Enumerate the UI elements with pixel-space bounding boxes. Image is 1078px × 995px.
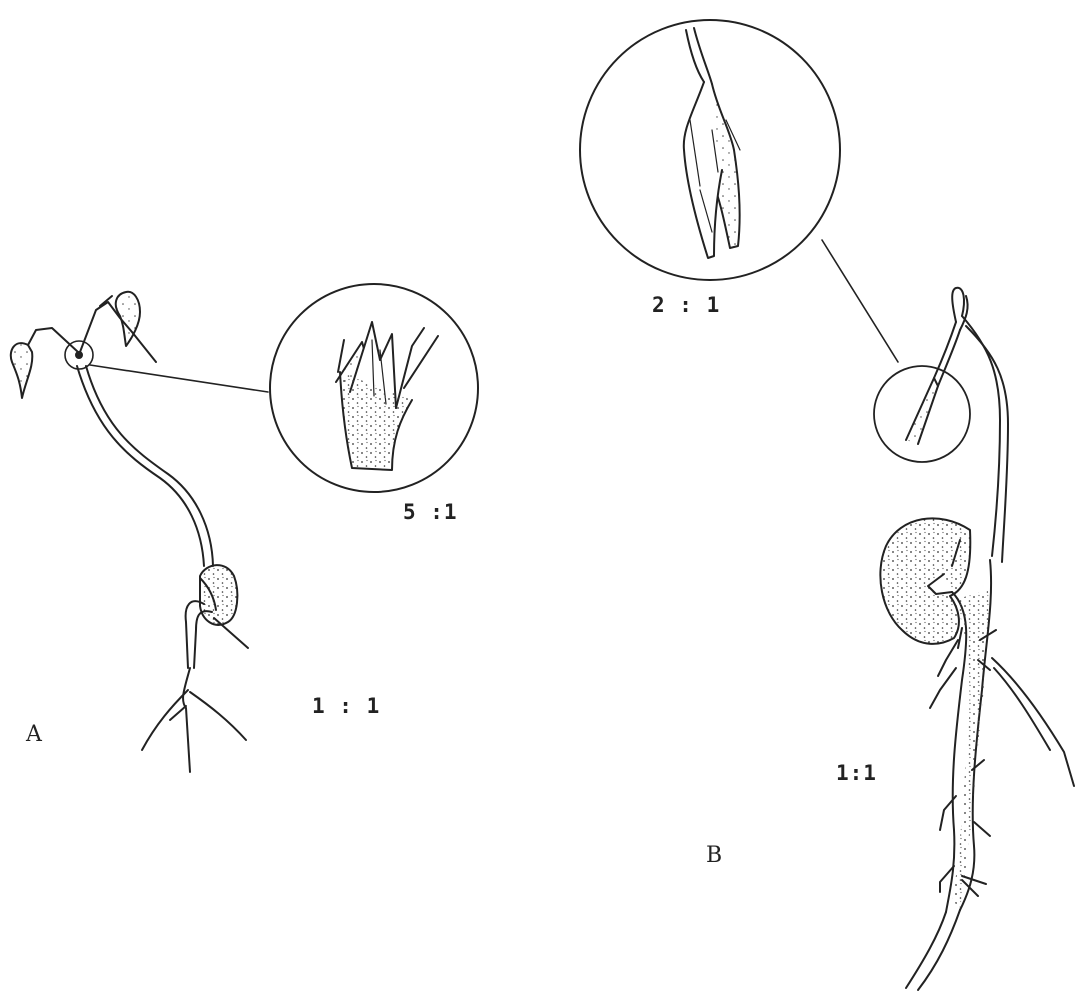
seedling-b (880, 288, 1074, 990)
seedling-a-roots (183, 668, 190, 772)
seedling-a-left-petiole (28, 328, 78, 352)
seedling-b-seed (880, 518, 970, 644)
detail-b-magnification (580, 20, 840, 280)
detail-a-leader (90, 365, 268, 392)
seedling-a-seed (200, 565, 237, 625)
panel-b-label: B (706, 843, 722, 868)
panel-a-detail-scale: 5 :1 (403, 500, 458, 524)
panel-a-label: A (26, 722, 42, 747)
panel-a-scale: 1 : 1 (312, 694, 380, 718)
panel-b-detail-scale: 2 : 1 (652, 293, 720, 317)
seedling-a (11, 292, 248, 772)
seedling-b-stem (962, 316, 1000, 556)
detail-a-magnification (270, 284, 478, 492)
panel-b-scale: 1:1 (836, 761, 877, 785)
seedling-a-left-leaf (11, 343, 33, 398)
detail-b-leader (822, 240, 898, 362)
